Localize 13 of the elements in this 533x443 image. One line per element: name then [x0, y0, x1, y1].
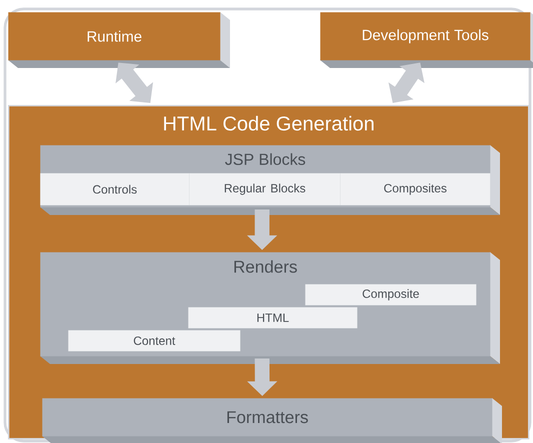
block-cell: Controls [40, 173, 190, 206]
block-cell: Composites [340, 173, 490, 206]
component-box: Runtime [8, 12, 230, 68]
block-cell: HTML [188, 307, 358, 328]
layer-box: Formatters [42, 398, 502, 443]
node-label: Composites [384, 184, 446, 195]
block-cell: Content [68, 330, 240, 352]
block-arrow [116, 62, 154, 103]
block-cell: Regular Blocks [189, 173, 340, 206]
node-label: Regular Blocks [224, 184, 306, 195]
block-cell: Composite [305, 284, 476, 306]
node-label: Controls [93, 184, 137, 194]
component-box: Development Tools [320, 12, 533, 68]
